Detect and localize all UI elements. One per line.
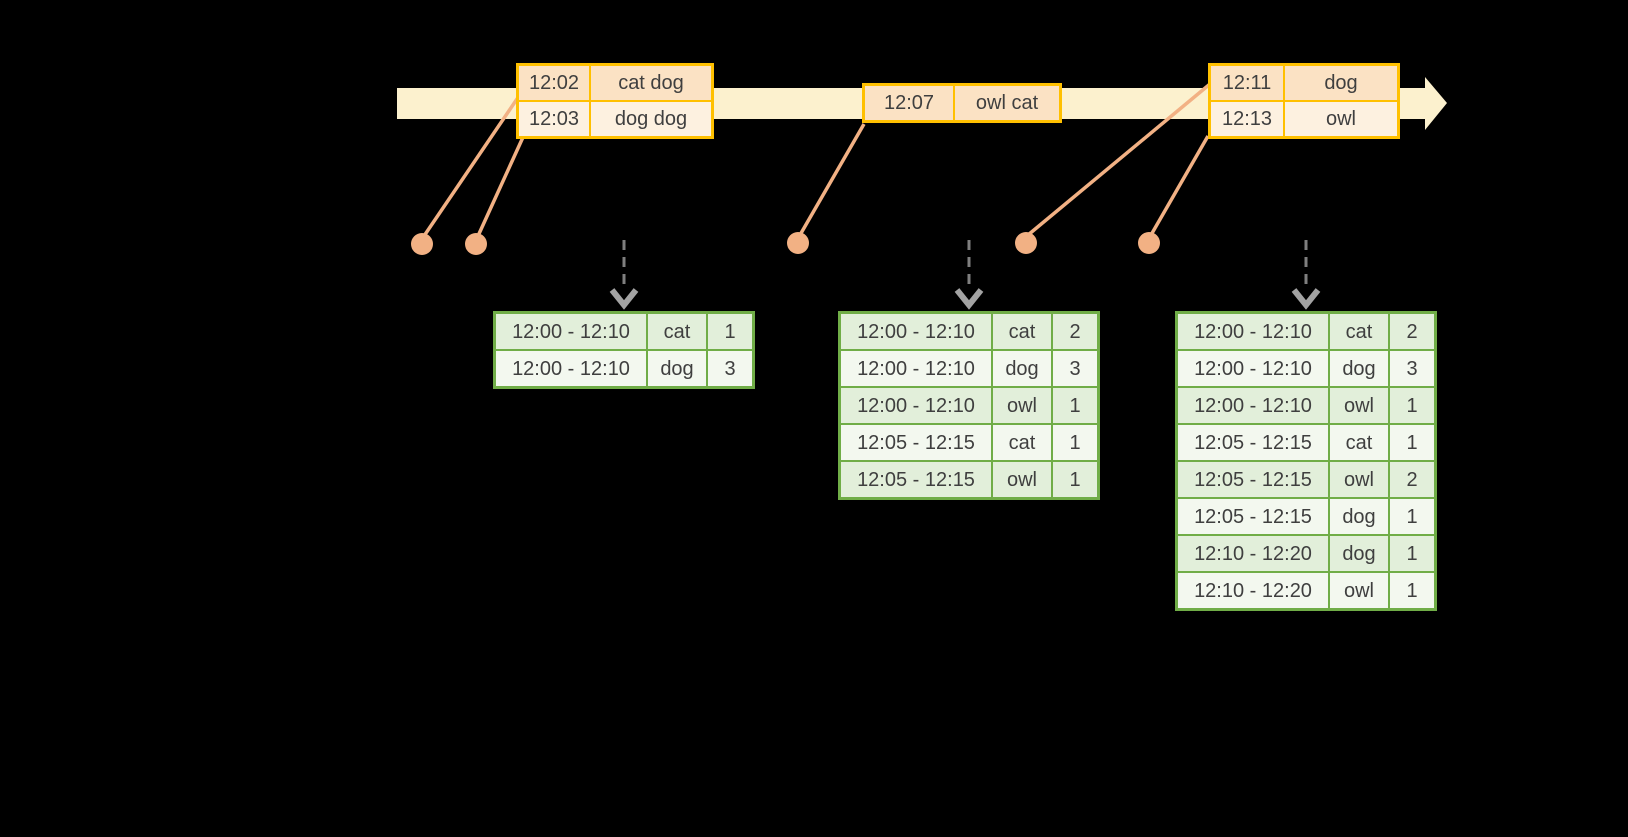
count-cell: 2 bbox=[1390, 314, 1434, 349]
window-cell: 12:10 - 12:20 bbox=[1178, 573, 1328, 608]
count-cell: 3 bbox=[708, 351, 752, 386]
time-cell: 12:13 bbox=[1211, 102, 1283, 136]
word-cell: dog bbox=[993, 351, 1051, 386]
event-batch-table-2: 12:07 owl cat bbox=[862, 83, 1062, 123]
timeline-arrowhead-icon bbox=[1425, 77, 1447, 130]
words-cell: dog dog bbox=[591, 102, 711, 136]
result-table-3: 12:00 - 12:10 cat 2 12:00 - 12:10 dog 3 … bbox=[1175, 311, 1437, 611]
words-cell: cat dog bbox=[591, 66, 711, 100]
count-cell: 1 bbox=[1390, 499, 1434, 534]
window-cell: 12:05 - 12:15 bbox=[1178, 425, 1328, 460]
count-cell: 2 bbox=[1390, 462, 1434, 497]
trigger-arrow-2 bbox=[954, 240, 984, 310]
window-cell: 12:00 - 12:10 bbox=[1178, 351, 1328, 386]
trigger-arrow-3 bbox=[1291, 240, 1321, 310]
event-pointer-line bbox=[798, 123, 866, 236]
event-dot bbox=[787, 232, 809, 254]
word-cell: cat bbox=[1330, 425, 1388, 460]
window-cell: 12:00 - 12:10 bbox=[496, 314, 646, 349]
word-cell: dog bbox=[648, 351, 706, 386]
words-cell: owl cat bbox=[955, 86, 1059, 120]
window-cell: 12:10 - 12:20 bbox=[1178, 536, 1328, 571]
event-dot bbox=[411, 233, 433, 255]
count-cell: 3 bbox=[1053, 351, 1097, 386]
word-cell: owl bbox=[993, 388, 1051, 423]
count-cell: 1 bbox=[708, 314, 752, 349]
event-dot bbox=[1138, 232, 1160, 254]
count-cell: 1 bbox=[1390, 388, 1434, 423]
arrow-down-icon bbox=[954, 288, 984, 310]
count-cell: 1 bbox=[1390, 425, 1434, 460]
event-dot bbox=[1015, 232, 1037, 254]
word-cell: owl bbox=[1330, 388, 1388, 423]
word-cell: owl bbox=[993, 462, 1051, 497]
event-marker-1213 bbox=[1138, 135, 1210, 254]
window-cell: 12:05 - 12:15 bbox=[841, 462, 991, 497]
trigger-arrow-1 bbox=[609, 240, 639, 310]
count-cell: 1 bbox=[1053, 425, 1097, 460]
event-marker-1207 bbox=[787, 123, 866, 254]
event-dot bbox=[465, 233, 487, 255]
word-cell: owl bbox=[1330, 573, 1388, 608]
window-cell: 12:00 - 12:10 bbox=[496, 351, 646, 386]
event-marker-1203 bbox=[465, 134, 526, 255]
time-cell: 12:11 bbox=[1211, 66, 1283, 100]
word-cell: owl bbox=[1330, 462, 1388, 497]
word-cell: cat bbox=[1330, 314, 1388, 349]
event-pointer-line bbox=[1026, 82, 1212, 237]
time-cell: 12:02 bbox=[519, 66, 589, 100]
count-cell: 1 bbox=[1390, 573, 1434, 608]
window-cell: 12:00 - 12:10 bbox=[841, 351, 991, 386]
arrow-down-icon bbox=[1291, 288, 1321, 310]
count-cell: 1 bbox=[1390, 536, 1434, 571]
count-cell: 1 bbox=[1053, 462, 1097, 497]
event-pointer-line bbox=[476, 134, 526, 237]
arrow-down-icon bbox=[609, 288, 639, 310]
window-cell: 12:00 - 12:10 bbox=[841, 388, 991, 423]
word-cell: cat bbox=[993, 425, 1051, 460]
word-cell: dog bbox=[1330, 351, 1388, 386]
words-cell: dog bbox=[1285, 66, 1397, 100]
word-cell: dog bbox=[1330, 536, 1388, 571]
result-table-2: 12:00 - 12:10 cat 2 12:00 - 12:10 dog 3 … bbox=[838, 311, 1100, 500]
count-cell: 2 bbox=[1053, 314, 1097, 349]
event-pointer-line bbox=[422, 95, 521, 237]
count-cell: 1 bbox=[1053, 388, 1097, 423]
event-pointer-line bbox=[1149, 135, 1210, 236]
event-marker-1202 bbox=[411, 95, 521, 255]
window-cell: 12:00 - 12:10 bbox=[1178, 388, 1328, 423]
event-marker-1211 bbox=[1015, 82, 1212, 254]
word-cell: dog bbox=[1330, 499, 1388, 534]
window-cell: 12:05 - 12:15 bbox=[1178, 499, 1328, 534]
count-cell: 3 bbox=[1390, 351, 1434, 386]
result-table-1: 12:00 - 12:10 cat 1 12:00 - 12:10 dog 3 bbox=[493, 311, 755, 389]
window-cell: 12:05 - 12:15 bbox=[841, 425, 991, 460]
words-cell: owl bbox=[1285, 102, 1397, 136]
window-cell: 12:00 - 12:10 bbox=[841, 314, 991, 349]
word-cell: cat bbox=[993, 314, 1051, 349]
event-batch-table-1: 12:02 cat dog 12:03 dog dog bbox=[516, 63, 714, 139]
window-cell: 12:05 - 12:15 bbox=[1178, 462, 1328, 497]
event-batch-table-3: 12:11 dog 12:13 owl bbox=[1208, 63, 1400, 139]
word-cell: cat bbox=[648, 314, 706, 349]
window-cell: 12:00 - 12:10 bbox=[1178, 314, 1328, 349]
time-cell: 12:03 bbox=[519, 102, 589, 136]
time-cell: 12:07 bbox=[865, 86, 953, 120]
